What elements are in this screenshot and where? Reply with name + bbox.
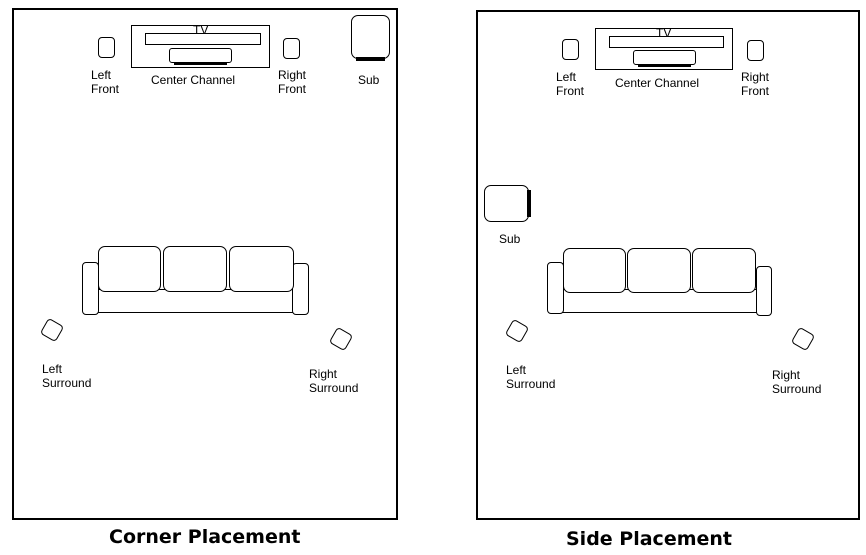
right-surround-label: Right Surround — [309, 367, 359, 395]
tv-label: TV — [193, 23, 209, 37]
sofa-cushion-right — [692, 248, 756, 293]
right-front-speaker — [283, 38, 300, 59]
subwoofer-base — [356, 57, 385, 61]
sofa-cushion-left — [98, 246, 161, 292]
subwoofer-base — [527, 190, 531, 217]
left-front-speaker — [98, 37, 115, 58]
tv-screen — [609, 36, 724, 48]
left-front-speaker — [562, 39, 579, 60]
sofa-cushion-right — [229, 246, 294, 292]
caption-side-placement: Side Placement — [566, 528, 732, 550]
right-surround-label: Right Surround — [772, 368, 822, 396]
center-channel-speaker — [169, 48, 232, 63]
center-channel-base — [638, 64, 691, 67]
sofa-cushion-middle — [627, 248, 691, 293]
tv-screen — [145, 33, 261, 45]
subwoofer-label: Sub — [499, 232, 521, 246]
subwoofer — [484, 185, 529, 222]
caption-corner-placement: Corner Placement — [109, 526, 301, 548]
center-channel-base — [174, 62, 227, 65]
sofa-base — [93, 289, 297, 313]
sofa-cushion-middle — [163, 246, 227, 292]
subwoofer-label: Sub — [358, 73, 380, 87]
left-front-label: Left Front — [91, 68, 120, 96]
sofa-left-arm — [82, 262, 99, 315]
tv-stand — [131, 25, 270, 68]
subwoofer — [351, 15, 390, 59]
center-channel-label: Center Channel — [151, 73, 236, 87]
tv-stand — [595, 28, 733, 70]
sofa-left-arm — [547, 262, 564, 314]
right-front-speaker — [747, 40, 764, 61]
sofa-cushion-left — [563, 248, 626, 293]
center-channel-label: Center Channel — [615, 76, 700, 90]
left-surround-label: Left Surround — [42, 362, 92, 390]
sofa-right-arm — [756, 266, 772, 316]
right-front-label: Right Front — [278, 68, 307, 96]
sofa-right-arm — [292, 263, 309, 315]
center-channel-speaker — [633, 50, 696, 65]
tv-label: TV — [656, 26, 672, 40]
left-front-label: Left Front — [556, 70, 585, 98]
left-surround-label: Left Surround — [506, 363, 556, 391]
right-front-label: Right Front — [741, 70, 770, 98]
